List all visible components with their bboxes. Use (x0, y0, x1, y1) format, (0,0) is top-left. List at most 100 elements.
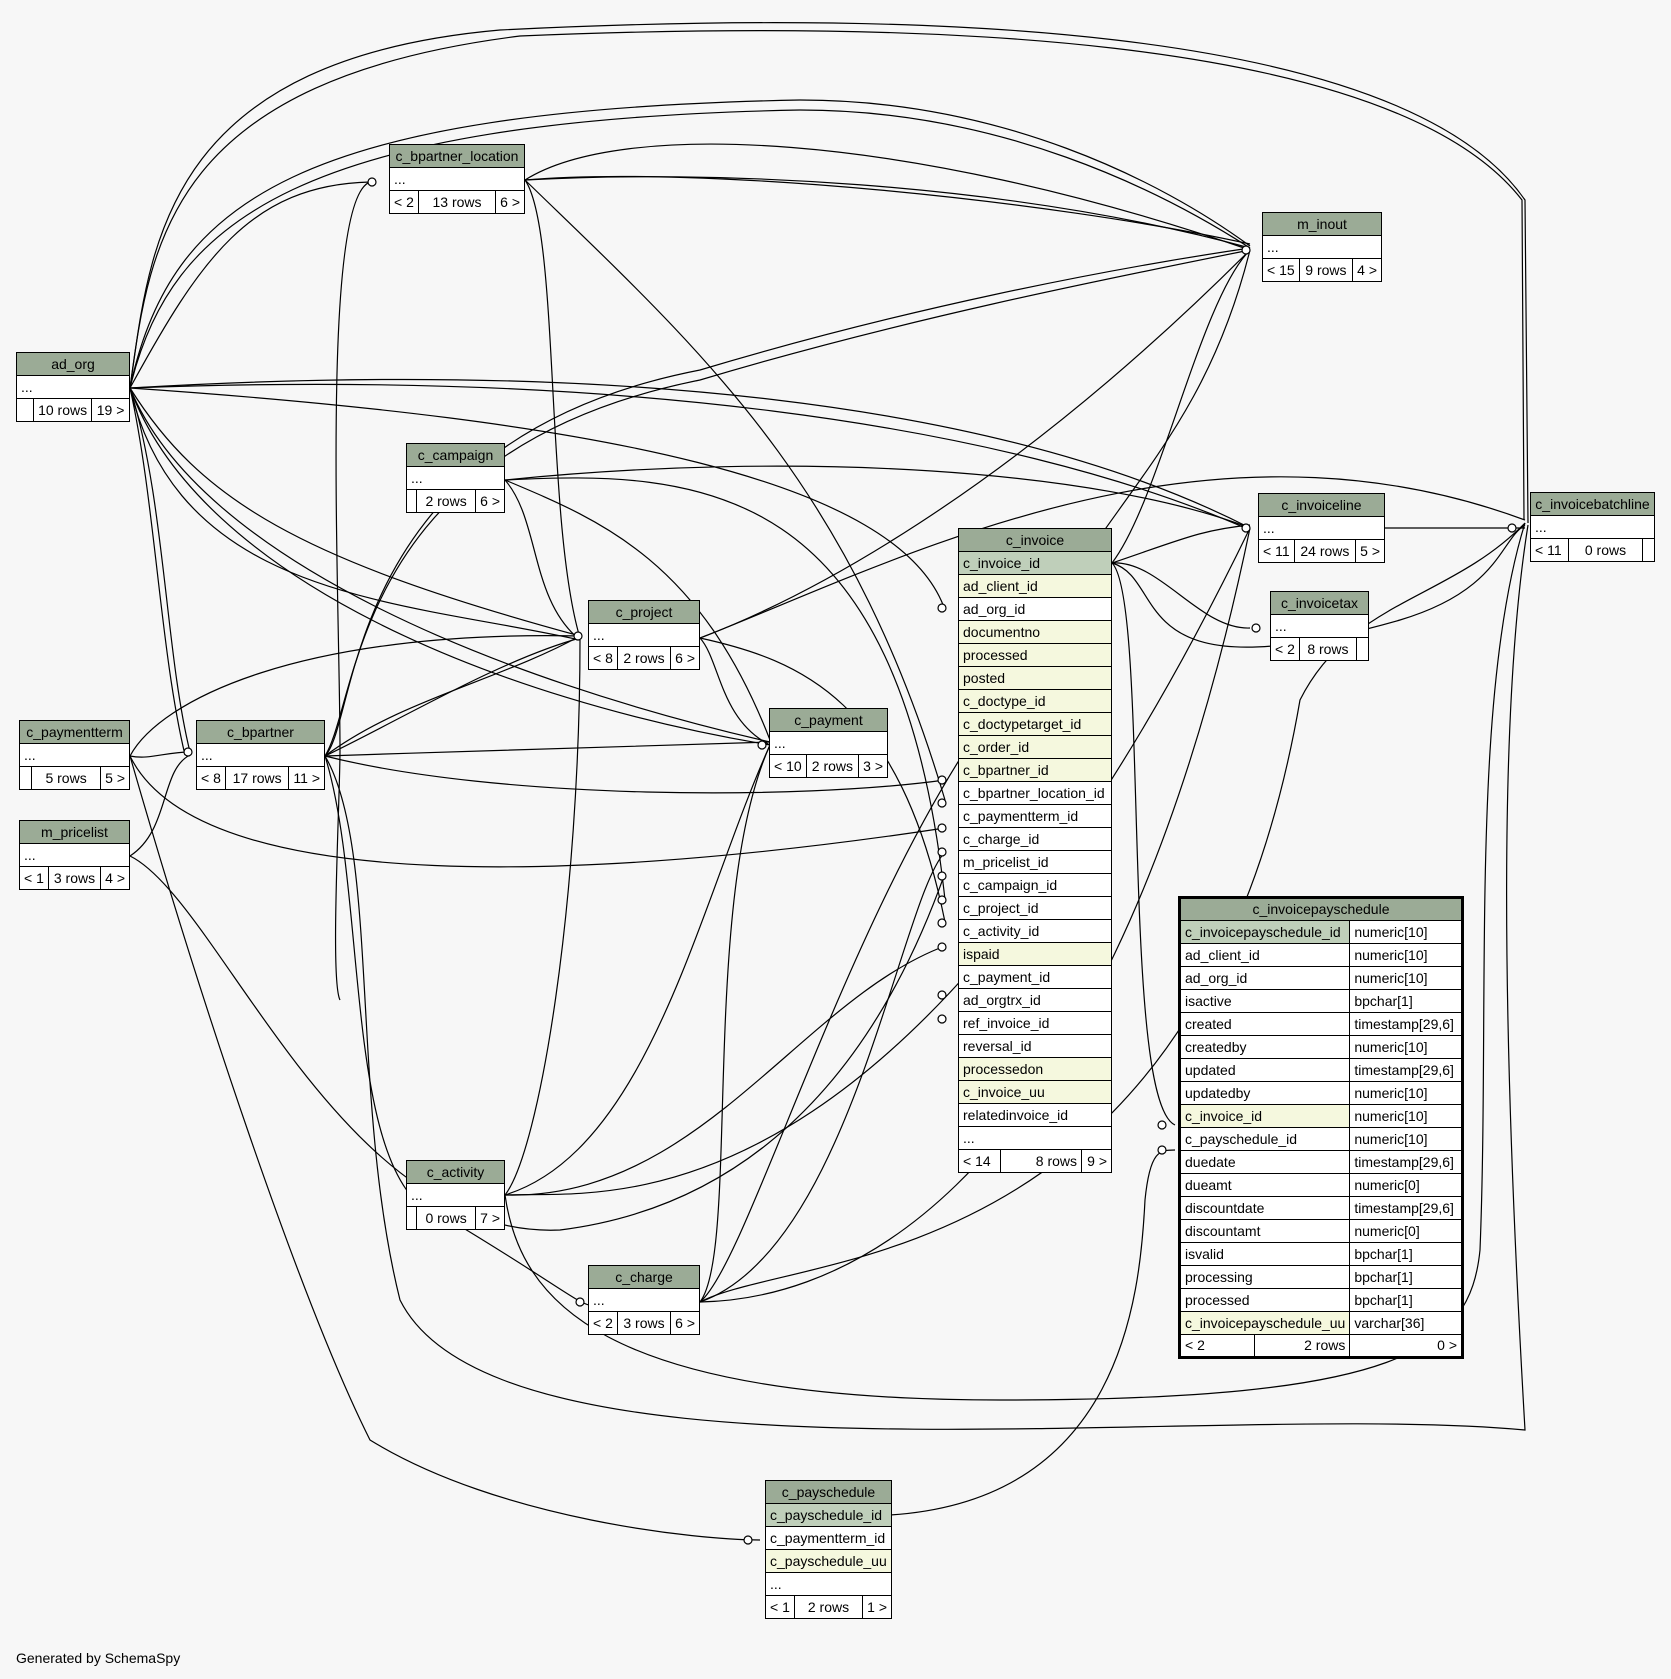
column-c-payschedule-uu[interactable]: c_payschedule_uu (765, 1549, 892, 1573)
column-c-payment-id[interactable]: c_payment_id (958, 965, 1112, 989)
parents-count[interactable]: < 1 (765, 1595, 795, 1619)
column-updatedby[interactable]: updatedby (1178, 1081, 1351, 1105)
column-c-invoice-id[interactable]: c_invoice_id (958, 551, 1112, 575)
parents-count[interactable]: < 14 (958, 1149, 1001, 1173)
children-count[interactable]: 5 > (100, 766, 130, 790)
parents-count[interactable] (15, 398, 35, 422)
table-c-payschedule[interactable]: c_payschedule c_payschedule_id c_payment… (765, 1480, 892, 1619)
children-count[interactable]: 3 > (858, 754, 888, 778)
table-title[interactable]: c_invoicebatchline (1530, 492, 1655, 516)
parents-count[interactable]: < 11 (1258, 539, 1295, 563)
column-documentno[interactable]: documentno (958, 620, 1112, 644)
column-c-project-id[interactable]: c_project_id (958, 896, 1112, 920)
children-count[interactable]: 0 > (1349, 1334, 1463, 1358)
column-c-charge-id[interactable]: c_charge_id (958, 827, 1112, 851)
table-title[interactable]: c_activity (406, 1160, 505, 1184)
column-dueamt[interactable]: dueamt (1178, 1173, 1351, 1197)
column-c-doctype-id[interactable]: c_doctype_id (958, 689, 1112, 713)
column-createdby[interactable]: createdby (1178, 1035, 1351, 1059)
children-count[interactable]: 9 > (1081, 1149, 1112, 1173)
table-title[interactable]: c_paymentterm (19, 720, 130, 744)
column-c-payschedule-id[interactable]: c_payschedule_id (1178, 1127, 1351, 1151)
column-c-paymentterm-id[interactable]: c_paymentterm_id (958, 804, 1112, 828)
column-c-invoicepayschedule-uu[interactable]: c_invoicepayschedule_uu (1178, 1311, 1351, 1335)
parents-count[interactable]: < 2 (588, 1311, 618, 1335)
column-c-doctypetarget-id[interactable]: c_doctypetarget_id (958, 712, 1112, 736)
children-count[interactable]: 11 > (288, 766, 325, 790)
children-count[interactable] (1356, 637, 1369, 661)
table-c-invoice[interactable]: c_invoice c_invoice_id ad_client_id ad_o… (958, 528, 1112, 1173)
children-count[interactable]: 6 > (495, 190, 525, 214)
table-title[interactable]: m_inout (1262, 212, 1382, 236)
parents-count[interactable]: < 2 (1270, 637, 1300, 661)
column-processedon[interactable]: processedon (958, 1057, 1112, 1081)
table-title[interactable]: c_invoice (958, 528, 1112, 552)
column-c-campaign-id[interactable]: c_campaign_id (958, 873, 1112, 897)
parents-count[interactable] (406, 489, 417, 513)
column-c-invoice-uu[interactable]: c_invoice_uu (958, 1080, 1112, 1104)
children-count[interactable]: 5 > (1355, 539, 1385, 563)
column-c-bpartner-location-id[interactable]: c_bpartner_location_id (958, 781, 1112, 805)
table-title[interactable]: ad_org (16, 352, 130, 376)
column-ad-org-id[interactable]: ad_org_id (1178, 966, 1351, 990)
column-discountdate[interactable]: discountdate (1178, 1196, 1351, 1220)
column-created[interactable]: created (1178, 1012, 1351, 1036)
parents-count[interactable] (406, 1206, 417, 1230)
parents-count[interactable]: < 1 (19, 866, 49, 890)
column-c-activity-id[interactable]: c_activity_id (958, 919, 1112, 943)
table-title[interactable]: c_charge (588, 1265, 700, 1289)
table-title[interactable]: c_campaign (406, 443, 505, 467)
column-c-invoicepayschedule-id[interactable]: c_invoicepayschedule_id (1178, 920, 1351, 944)
children-count[interactable]: 6 > (670, 1311, 700, 1335)
table-title[interactable]: m_pricelist (19, 820, 130, 844)
table-title[interactable]: c_payschedule (765, 1480, 892, 1504)
parents-count[interactable]: < 10 (769, 754, 807, 778)
parents-count[interactable]: < 8 (588, 646, 618, 670)
column-c-payschedule-id[interactable]: c_payschedule_id (765, 1503, 892, 1527)
column-c-order-id[interactable]: c_order_id (958, 735, 1112, 759)
children-count[interactable]: 19 > (91, 398, 130, 422)
column-c-paymentterm-id[interactable]: c_paymentterm_id (765, 1526, 892, 1550)
table-title[interactable]: c_payment (769, 708, 888, 732)
column-processed[interactable]: processed (958, 643, 1112, 667)
children-count[interactable]: 6 > (475, 489, 505, 513)
column-relatedinvoice-id[interactable]: relatedinvoice_id (958, 1103, 1112, 1127)
column-processed[interactable]: processed (1178, 1288, 1351, 1312)
parents-count[interactable]: < 15 (1262, 258, 1300, 282)
column-ad-org-id[interactable]: ad_org_id (958, 597, 1112, 621)
children-count[interactable]: 1 > (862, 1595, 892, 1619)
parents-count[interactable] (19, 766, 32, 790)
column-ispaid[interactable]: ispaid (958, 942, 1112, 966)
parents-count[interactable]: < 2 (1178, 1334, 1256, 1358)
column-reversal-id[interactable]: reversal_id (958, 1034, 1112, 1058)
column-isactive[interactable]: isactive (1178, 989, 1351, 1013)
children-count[interactable] (1642, 538, 1655, 562)
parents-count[interactable]: < 8 (196, 766, 226, 790)
table-c-invoicepayschedule[interactable]: c_invoicepayschedule c_invoicepayschedul… (1178, 896, 1464, 1359)
column-processing[interactable]: processing (1178, 1265, 1351, 1289)
children-count[interactable]: 6 > (670, 646, 700, 670)
column-c-bpartner-id[interactable]: c_bpartner_id (958, 758, 1112, 782)
table-title[interactable]: c_project (588, 600, 700, 624)
parents-count[interactable]: < 2 (389, 190, 419, 214)
column-isvalid[interactable]: isvalid (1178, 1242, 1351, 1266)
parents-count[interactable]: < 11 (1530, 538, 1569, 562)
table-title[interactable]: c_invoiceline (1258, 493, 1385, 517)
column-ad-orgtrx-id[interactable]: ad_orgtrx_id (958, 988, 1112, 1012)
column-discountamt[interactable]: discountamt (1178, 1219, 1351, 1243)
column-ref-invoice-id[interactable]: ref_invoice_id (958, 1011, 1112, 1035)
column-posted[interactable]: posted (958, 666, 1112, 690)
column-updated[interactable]: updated (1178, 1058, 1351, 1082)
